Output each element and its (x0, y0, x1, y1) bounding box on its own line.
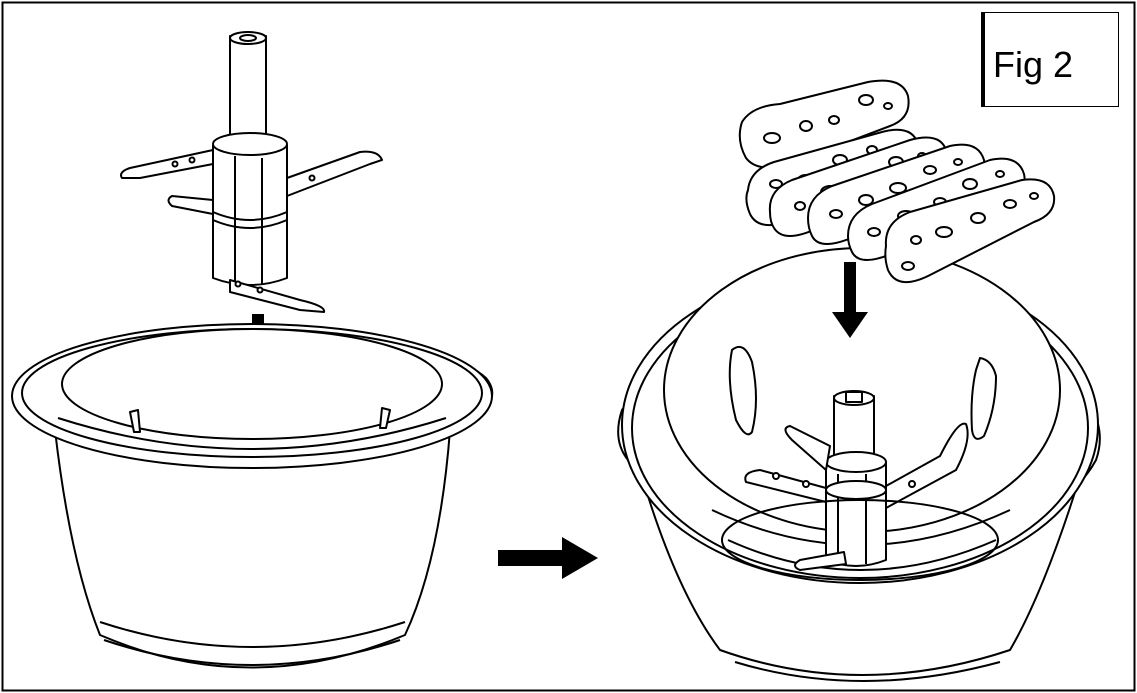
blade-assembly (120, 31, 383, 313)
step-2-illustration (617, 79, 1101, 682)
step-1-illustration (11, 31, 494, 669)
bowl (11, 323, 494, 669)
right-arrow-icon (498, 537, 598, 579)
figure-label-box: Fig 2 (981, 12, 1119, 107)
bowl-with-blade (617, 247, 1101, 682)
down-arrow-icon (832, 262, 868, 338)
food-slices (738, 79, 1056, 283)
figure-label: Fig 2 (993, 44, 1074, 85)
